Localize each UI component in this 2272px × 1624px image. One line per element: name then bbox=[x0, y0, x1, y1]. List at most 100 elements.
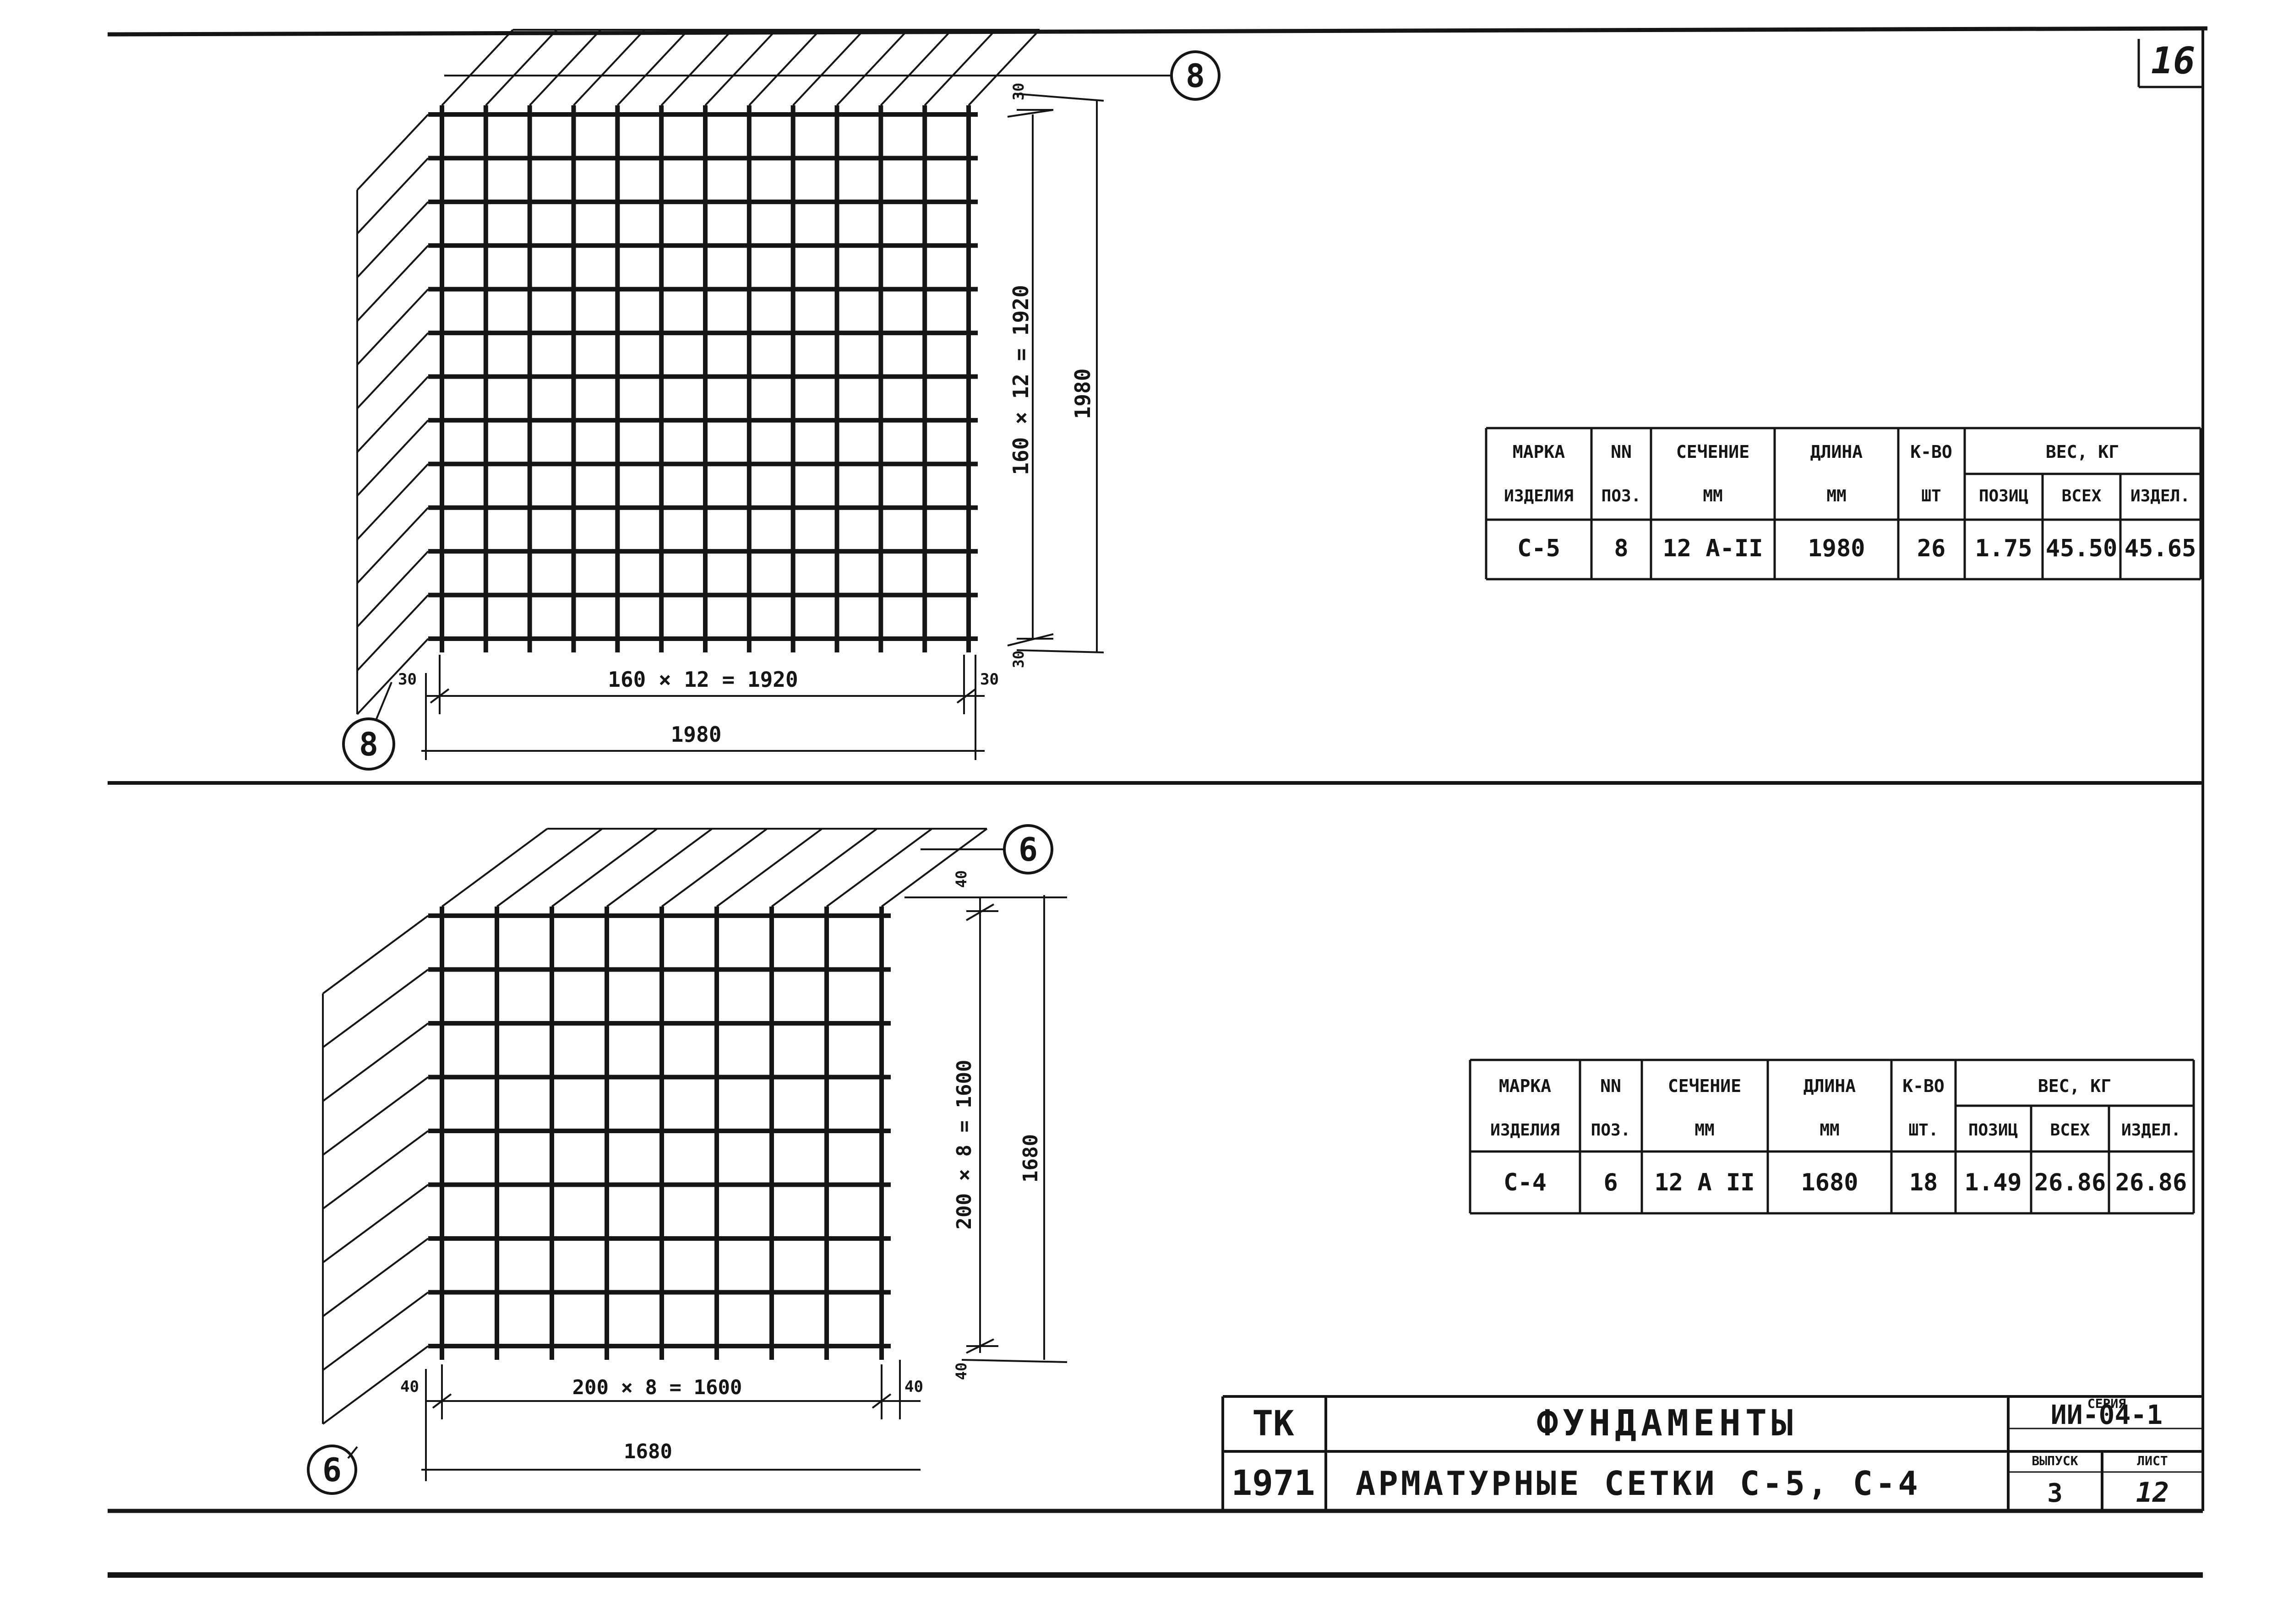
table-c5-header: ВСЕХ bbox=[2062, 487, 2102, 505]
mesh-c5-bar-oblique bbox=[704, 29, 777, 106]
table-c4-header: ВЕС, КГ bbox=[2038, 1076, 2111, 1096]
table-c4-header: ИЗДЕЛ. bbox=[2121, 1121, 2181, 1140]
title-block-org: ТК bbox=[1252, 1403, 1294, 1444]
mesh-c5-bar-oblique bbox=[356, 507, 429, 584]
table-c4-header: ПОЗ. bbox=[1591, 1121, 1631, 1140]
mesh-c5-dim-vertical-inner: 160 × 12 = 1920 bbox=[1008, 285, 1033, 475]
mesh-c4-edge-left: 40 bbox=[400, 1378, 419, 1396]
table-c5-header: МАРКА bbox=[1513, 442, 1565, 462]
sheet-frame bbox=[107, 26, 2208, 1578]
title-block-series-label: СЕРИЯ bbox=[2087, 1396, 2126, 1411]
mesh-c4-bar-oblique bbox=[771, 828, 878, 907]
svg-text:8: 8 bbox=[1186, 57, 1205, 95]
mesh-c5-dim-horizontal-inner: 160 × 12 = 1920 bbox=[608, 667, 798, 692]
mesh-c5-bar-oblique bbox=[356, 419, 429, 497]
table-c5-header: ПОЗ. bbox=[1602, 487, 1641, 505]
mesh-c5-bar-oblique bbox=[924, 29, 997, 106]
table-c4-header: К-ВО bbox=[1902, 1076, 1945, 1096]
mesh-c4-dim-horizontal-inner: 200 × 8 = 1600 bbox=[572, 1376, 742, 1399]
mesh-c4-edge-bottom: 40 bbox=[953, 1363, 970, 1380]
table-c5-header: ПОЗИЦ bbox=[1979, 487, 2028, 505]
mesh-c5-vertical-dimensions bbox=[1007, 93, 1104, 653]
table-c4-cell: 1.49 bbox=[1964, 1169, 2021, 1196]
table-c4-cell: 12 А II bbox=[1654, 1169, 1754, 1196]
table-c4-lines bbox=[1469, 1059, 2195, 1215]
mesh-c5-edge-right: 30 bbox=[980, 670, 999, 689]
table-c5-header: ШТ bbox=[1921, 487, 1941, 505]
mesh-c4-bar-oblique bbox=[322, 1345, 429, 1425]
mesh-c5-bar-oblique bbox=[573, 29, 645, 106]
mesh-c5-bar-oblique bbox=[356, 332, 429, 409]
table-c4-cell: 6 bbox=[1603, 1169, 1618, 1196]
mesh-c4-callout-top: 6 bbox=[1003, 824, 1053, 874]
mesh-c5-leader-bottom bbox=[375, 682, 392, 722]
title-block-year: 1971 bbox=[1231, 1462, 1315, 1503]
mesh-c5-bar-oblique bbox=[441, 29, 514, 106]
mesh-c4-leader-bottom bbox=[347, 1446, 358, 1459]
mesh-c4-bar-oblique bbox=[826, 828, 933, 907]
mesh-c4-edge-top: 40 bbox=[953, 870, 970, 888]
mesh-c5-edge-top: 30 bbox=[1010, 83, 1027, 101]
table-c4-cell: С-4 bbox=[1504, 1169, 1547, 1196]
table-c5-header: ВЕС, КГ bbox=[2046, 442, 2119, 462]
mesh-c4-vertical-dimensions bbox=[904, 895, 1068, 1363]
mesh-c5-bar-oblique bbox=[660, 29, 733, 106]
mesh-c5-drawing: 8 8 160 × 12 = 1920 1980 160 × 12 = 1920… bbox=[342, 29, 1220, 771]
mesh-c4-bar-oblique bbox=[322, 915, 429, 994]
table-c5-cell: 26 bbox=[1917, 535, 1946, 562]
table-c5-header: К-ВО bbox=[1910, 442, 1952, 462]
table-c5-header: СЕЧЕНИЕ bbox=[1676, 442, 1749, 462]
mesh-c5-bar-oblique bbox=[792, 29, 865, 106]
mesh-c4-callout-bottom: 6 bbox=[307, 1445, 357, 1495]
title-block: ТК 1971 ФУНДАМЕНТЫ АРМАТУРНЫЕ СЕТКИ С-5,… bbox=[1221, 1395, 2203, 1511]
table-c4-header: ММ bbox=[1694, 1121, 1714, 1140]
svg-text:6: 6 bbox=[322, 1451, 342, 1489]
mesh-c5-bar-oblique bbox=[880, 29, 953, 106]
table-c4-header: ДЛИНА bbox=[1803, 1076, 1856, 1096]
mesh-c5-callout-bottom: 8 bbox=[342, 717, 395, 771]
table-c4-header: NN bbox=[1600, 1076, 1621, 1096]
title-block-series-value: ИИ-04-1 bbox=[2051, 1399, 2163, 1430]
table-c5-header: ИЗДЕЛИЯ bbox=[1504, 487, 1574, 505]
table-c5-header: ММ bbox=[1703, 487, 1722, 505]
table-c4-header: МАРКА bbox=[1499, 1076, 1552, 1096]
mesh-c5-bar-oblique bbox=[616, 29, 689, 106]
mesh-c5-bar-oblique bbox=[356, 288, 429, 366]
mesh-c5-bar-oblique bbox=[748, 29, 821, 106]
mesh-c4-bar-oblique bbox=[322, 1238, 429, 1317]
title-block-sheet-label: ЛИСТ bbox=[2137, 1453, 2168, 1468]
mesh-c5-bar-oblique bbox=[356, 594, 429, 671]
table-c4-cell: 1680 bbox=[1801, 1169, 1858, 1196]
title-block-sheet-value: 12 bbox=[2136, 1477, 2169, 1509]
mesh-c4-edge-right: 40 bbox=[904, 1378, 923, 1396]
mesh-c4-bar-oblique bbox=[441, 828, 548, 907]
mesh-c5-edge-left: 30 bbox=[398, 670, 417, 689]
mesh-c5-bar-oblique bbox=[529, 29, 602, 106]
mesh-c5-bar-oblique bbox=[356, 463, 429, 540]
mesh-c4-oblique-bars bbox=[322, 828, 988, 1425]
svg-text:6: 6 bbox=[1019, 831, 1038, 869]
table-c4-header: СЕЧЕНИЕ bbox=[1668, 1076, 1741, 1096]
mesh-c5-bar-oblique bbox=[485, 29, 558, 106]
mesh-c4-bar-oblique bbox=[322, 968, 429, 1048]
table-c5-cell: 45.65 bbox=[2125, 535, 2196, 562]
sheet-number: 16 bbox=[2151, 39, 2195, 82]
table-c5-header: ММ bbox=[1826, 487, 1846, 505]
mesh-c5-bar-oblique bbox=[356, 114, 429, 191]
table-c5-cell: 12 А-II bbox=[1662, 535, 1763, 562]
table-c5-cell: 1980 bbox=[1808, 535, 1865, 562]
mesh-c5-edge-bottom: 30 bbox=[1010, 651, 1027, 668]
table-c4-header: ПОЗИЦ bbox=[1968, 1121, 2018, 1140]
mesh-c5-grid bbox=[428, 105, 978, 652]
mesh-c4-bar-oblique bbox=[661, 828, 768, 907]
table-c5-cell: 1.75 bbox=[1975, 535, 2032, 562]
table-c4-cell: 26.86 bbox=[2034, 1169, 2106, 1196]
mesh-c4-dim-vertical-total: 1680 bbox=[1019, 1134, 1042, 1183]
mesh-c4-dim-horizontal-total: 1680 bbox=[624, 1440, 672, 1463]
title-block-title: АРМАТУРНЫЕ СЕТКИ С-5, С-4 bbox=[1356, 1464, 1921, 1503]
mesh-c5-callout-top: 8 bbox=[1170, 50, 1220, 101]
